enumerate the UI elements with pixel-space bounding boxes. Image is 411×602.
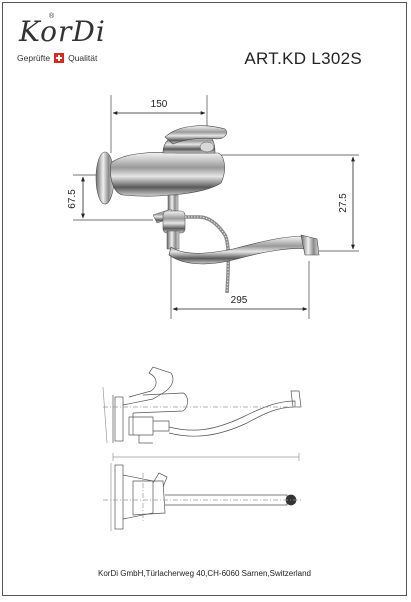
dimension-height-right-label: 27.5 (338, 193, 349, 213)
article-number: ART.KD L302S (244, 49, 362, 68)
dimension-height-right: 27.5 (213, 154, 359, 252)
top-view-drawing (103, 463, 303, 531)
quality-right-text: Qualität (68, 53, 98, 63)
side-view-drawing (102, 366, 303, 461)
registered-mark: ® (49, 13, 55, 20)
data-sheet: KorDi ® Geprüfte Qualität ART.KD L302S (2, 2, 407, 596)
swiss-flag-icon (54, 53, 65, 63)
footer-address: KorDi GmbH,Türlacherweg 40,CH-6060 Sarne… (98, 569, 311, 578)
quality-label: Geprüfte Qualität (17, 53, 97, 63)
logo-wordmark: KorDi (19, 15, 106, 48)
technical-drawing: 150 67.5 27.5 295 (67, 95, 359, 531)
faucet-photo (95, 125, 320, 294)
kordi-logo: KorDi ® (17, 13, 127, 59)
dimension-height-left-label: 67.5 (67, 189, 78, 209)
dimension-width-top-label: 150 (151, 99, 168, 110)
quality-left-text: Geprüfte (17, 53, 51, 63)
dimension-reach-label: 295 (231, 295, 248, 306)
